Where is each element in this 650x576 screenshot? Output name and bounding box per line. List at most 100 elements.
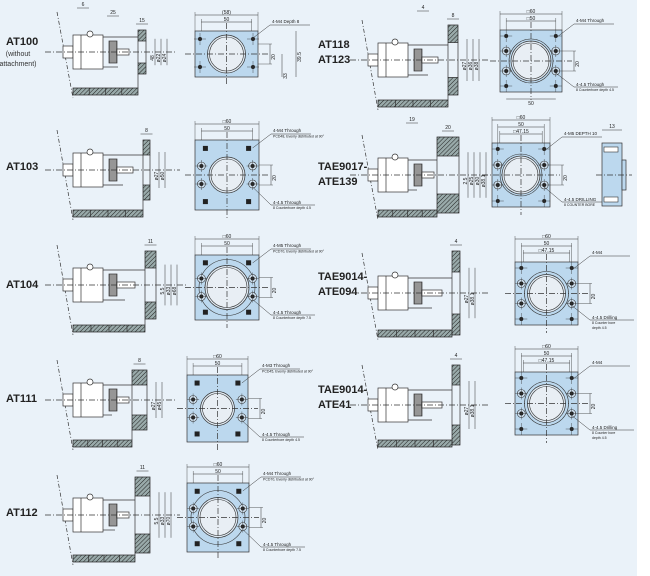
counterbore-note: 8 Counterbore depth 7.5 <box>263 548 301 552</box>
tapped-hole <box>202 309 208 315</box>
tapped-hole <box>235 431 241 437</box>
side-dimension: 8 <box>145 128 148 134</box>
dimension-right: 20 <box>591 404 597 410</box>
hole-note: 4-M4 Through <box>576 18 605 23</box>
counterbore-note: 8 Counterbore depth 4.5 <box>273 206 311 210</box>
counterbore-note: 4-4.5 DRILLING <box>564 197 597 202</box>
counterbore-note: 4-4.5 Through <box>263 542 292 547</box>
dimension-inner: □50 <box>527 16 536 22</box>
counterbore-note: depth 4.5 <box>592 326 607 330</box>
dimension-inner: 50 <box>224 241 230 247</box>
counterbore-note: 8 Counter bore <box>592 321 615 325</box>
counterbore-note: 8 Counterbore depth 4.5 <box>576 88 614 92</box>
end-view: 13 <box>596 124 632 207</box>
tapped-hole <box>202 145 208 151</box>
side-dimension: 4 <box>455 353 458 359</box>
dimension-inner: 50 <box>224 17 230 23</box>
side-dimension: ø70 <box>166 516 172 525</box>
side-dimension: 8 <box>138 358 141 364</box>
side-dimension: ø30 <box>475 176 481 185</box>
model-label: AT123 <box>318 54 350 66</box>
side-dimension: ø33 <box>166 286 172 295</box>
counterbore-note: 4-4.5 Drilling <box>592 315 618 320</box>
dimension-right: 20 <box>262 518 268 524</box>
side-dimension: ø27 <box>462 61 468 70</box>
flange-section <box>131 369 148 386</box>
side-dimension: 5.5 <box>160 287 166 294</box>
flange-section <box>134 533 151 554</box>
dimension-right: 20 <box>272 288 278 294</box>
hole-note: 4-M5 DEPTH 10 <box>564 131 598 136</box>
model-sublabel: (without <box>6 51 31 58</box>
hole-note: 4-M4 Through <box>263 471 292 476</box>
flange-section <box>451 250 461 273</box>
model-label: TAE9014- <box>318 384 368 396</box>
dimension-inner: 50 <box>544 241 550 247</box>
side-dimension: 48 <box>150 55 156 61</box>
hole-note: PCD70, Evenly distributed at 90° <box>263 478 315 482</box>
hole-note: 4-M4 <box>592 250 603 255</box>
side-dimension: 20 <box>445 125 451 131</box>
side-dimension: ø36 <box>468 61 474 70</box>
flange-section <box>447 77 459 96</box>
dimension-right3: 39.5 <box>297 52 303 62</box>
dimension-right: 20 <box>563 175 569 181</box>
tapped-hole <box>194 488 200 494</box>
dimension-outer: □60 <box>223 234 232 240</box>
dimension-outer: □60 <box>214 462 223 468</box>
hole-note: 4-M4 <box>592 360 603 365</box>
flange-section <box>142 184 151 201</box>
dimension-outer: □60 <box>517 115 526 121</box>
tapped-hole <box>246 309 252 315</box>
flange-section <box>436 136 460 157</box>
flange-section <box>436 193 460 214</box>
tapped-hole <box>194 380 200 386</box>
side-dimension: ø38.1 <box>481 174 487 187</box>
side-dimension: ø25 <box>469 176 475 185</box>
dimension-extra: □47.15 <box>539 358 555 364</box>
model-label: AT112 <box>6 507 38 519</box>
dimension-outer: □60 <box>542 344 551 350</box>
tapped-hole <box>202 260 208 266</box>
dimension-extra: □47.15 <box>539 248 555 254</box>
counterbore-note: 4-4.5 Through <box>262 432 291 437</box>
hole-note: 4-M5 Through <box>273 243 302 248</box>
model-label: AT118 <box>318 39 350 51</box>
tapped-hole <box>194 431 200 437</box>
flange-section <box>451 313 461 336</box>
dimension-right: 20 <box>591 294 597 300</box>
tapped-hole <box>202 199 208 205</box>
dimension-outer: □60 <box>213 354 222 360</box>
tapped-hole <box>246 260 252 266</box>
model-sublabel: attachment) <box>0 61 36 68</box>
dimension-inner: 50 <box>224 126 230 132</box>
flange-section <box>447 24 459 43</box>
dimension-inner: 50 <box>215 361 221 367</box>
side-dimension: ø38.1 <box>470 292 476 305</box>
model-label: AT111 <box>6 393 37 405</box>
side-dimension: 4 <box>422 5 425 11</box>
model-label: ATE139 <box>318 176 358 188</box>
side-dimension: ø38.1 <box>470 404 476 417</box>
hole-note: 4-M4 Depth 8 <box>272 19 300 24</box>
side-dimension: ø38 <box>474 61 480 70</box>
side-dimension: ø27 <box>464 406 470 415</box>
flange-section <box>144 250 157 269</box>
dimension-right: 20 <box>272 175 278 181</box>
dimension-right: 20 <box>261 409 267 415</box>
side-dimension: ø24 <box>162 53 168 62</box>
side-dimension: 19 <box>409 117 415 123</box>
side-dimension: 25 <box>110 10 116 16</box>
